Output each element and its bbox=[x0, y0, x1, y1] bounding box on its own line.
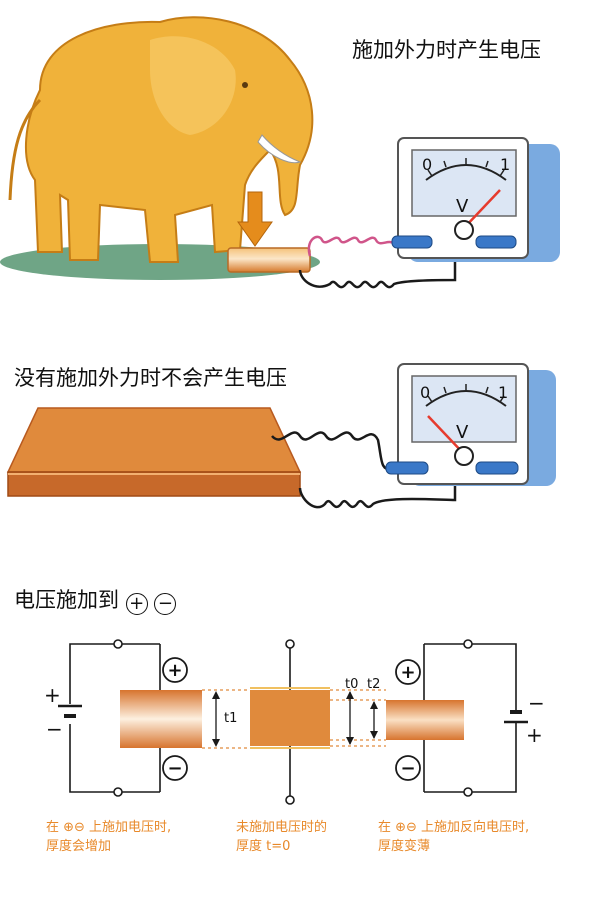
piezo-rod bbox=[227, 247, 311, 273]
label-t0: t0 bbox=[345, 677, 358, 692]
elephant-icon bbox=[8, 16, 314, 263]
svg-text:0: 0 bbox=[420, 383, 430, 402]
svg-text:0: 0 bbox=[422, 155, 432, 174]
voltmeter-2: 0 1 V bbox=[385, 363, 556, 486]
left-battery-minus: − bbox=[46, 717, 63, 741]
panel2-title: 没有施加外力时不会产生电压 bbox=[14, 366, 287, 390]
right-battery-plus: + bbox=[526, 723, 543, 747]
svg-text:V: V bbox=[456, 422, 469, 443]
force-arrow-icon bbox=[237, 191, 273, 247]
svg-text:+: + bbox=[167, 660, 182, 681]
panel1-title: 施加外力时产生电压 bbox=[352, 38, 541, 62]
right-battery-minus: − bbox=[528, 691, 545, 715]
upper-coil-wire-2 bbox=[271, 431, 393, 472]
panel3-title: 电压施加到 + − bbox=[14, 584, 177, 615]
panel3-title-text: 电压施加到 bbox=[14, 588, 119, 612]
caption-left: 在 ⊕⊖ 上施加电压时, 厚度会增加 bbox=[46, 820, 172, 854]
svg-text:V: V bbox=[456, 196, 469, 217]
left-battery-plus: + bbox=[44, 683, 61, 707]
panel1-illustration: 0 1 V bbox=[0, 16, 560, 289]
right-circuit bbox=[423, 643, 528, 793]
upper-coil-wire bbox=[307, 235, 396, 257]
needle-2 bbox=[427, 415, 465, 455]
left-circuit bbox=[58, 643, 161, 793]
voltmeter-1: 0 1 V bbox=[391, 137, 560, 262]
plus-circle-icon: + bbox=[125, 593, 148, 615]
minus-circle-icon: − bbox=[154, 593, 177, 615]
caption-right: 在 ⊕⊖ 上施加反向电压时, 厚度变薄 bbox=[378, 820, 530, 854]
svg-text:1: 1 bbox=[500, 155, 510, 174]
piezo-plate bbox=[6, 407, 302, 497]
svg-text:−: − bbox=[167, 758, 182, 779]
svg-text:+: + bbox=[400, 662, 415, 683]
panel2-illustration: 0 1 V bbox=[6, 363, 556, 509]
svg-text:1: 1 bbox=[498, 383, 508, 402]
left-plus-electrode: + bbox=[162, 657, 188, 683]
right-minus-electrode: − bbox=[395, 755, 421, 781]
right-plus-electrode: + bbox=[395, 659, 421, 685]
left-minus-electrode: − bbox=[162, 755, 188, 781]
label-t1: t1 bbox=[224, 711, 237, 726]
label-t2: t2 bbox=[367, 677, 380, 692]
svg-text:−: − bbox=[400, 758, 415, 779]
left-piezo-block bbox=[120, 690, 202, 748]
needle-1 bbox=[463, 189, 501, 229]
lower-coil-wire-2 bbox=[298, 466, 474, 509]
middle-piezo-block bbox=[250, 690, 330, 746]
caption-middle: 未施加电压时的 厚度 t=0 bbox=[236, 820, 328, 854]
lower-coil-wire bbox=[298, 242, 470, 289]
right-piezo-block bbox=[386, 700, 464, 740]
